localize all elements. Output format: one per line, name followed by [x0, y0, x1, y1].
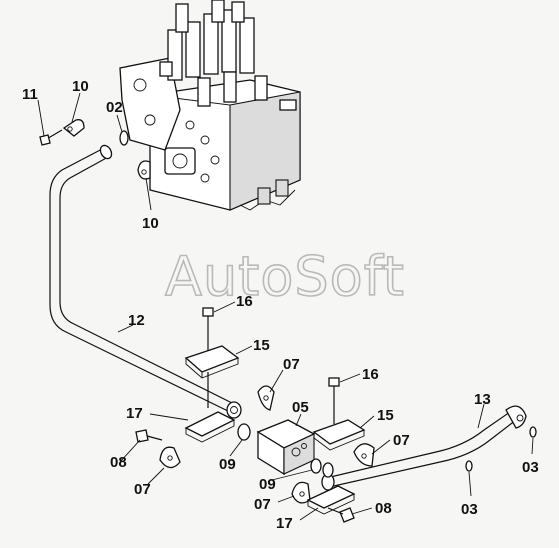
pipe-12	[49, 144, 242, 419]
callout-02: 02	[106, 99, 123, 116]
bolt-11	[39, 129, 63, 146]
oring-02	[119, 130, 129, 146]
plate-15-right	[312, 419, 366, 451]
bolt-16-right	[328, 377, 340, 424]
callout-10-lower: 10	[142, 215, 159, 232]
callout-11: 11	[22, 86, 38, 103]
plate-15-left	[184, 345, 240, 379]
clamp-07-lower-right	[291, 481, 311, 504]
clamp-07-lower-left	[159, 446, 181, 469]
callout-labels: 11 10 02 10 12 16 15 07 17 05 08 09 07 1…	[22, 78, 539, 532]
callout-10-upper: 10	[72, 78, 89, 95]
plate-17-right	[306, 485, 356, 515]
oring-03-right	[529, 426, 537, 438]
callout-09-right: 09	[259, 476, 276, 493]
callout-07-upper-left: 07	[283, 356, 300, 373]
block-05	[256, 419, 316, 476]
clamp-10-upper	[62, 119, 85, 137]
control-valve-assembly	[119, 0, 301, 211]
callout-15-left: 15	[253, 337, 270, 354]
callout-03-right: 03	[522, 459, 539, 476]
callout-16-right: 16	[362, 366, 379, 383]
callout-09-left: 09	[219, 456, 236, 473]
oring-03-left	[465, 460, 473, 472]
callout-05: 05	[292, 399, 309, 416]
callout-13: 13	[474, 391, 491, 408]
callout-03-left: 03	[461, 501, 478, 518]
oring-09-center	[310, 458, 322, 474]
pipe-13	[321, 405, 527, 491]
bolt-08-right	[327, 507, 355, 523]
callout-16-left: 16	[236, 293, 253, 310]
bolt-16-left	[202, 307, 214, 352]
callout-15-right: 15	[377, 407, 394, 424]
callout-08-right: 08	[375, 500, 392, 517]
leader-lines	[37, 92, 534, 521]
callout-08-left: 08	[110, 454, 127, 471]
oring-09-right	[322, 462, 334, 478]
oring-09-left	[237, 423, 251, 441]
callout-07-upper-right: 07	[393, 432, 410, 449]
callout-12: 12	[128, 312, 145, 329]
clamp-10-lower	[137, 160, 151, 180]
callout-17-right: 17	[276, 515, 293, 532]
clamp-07-upper-right	[353, 443, 375, 467]
plate-17-left	[184, 411, 236, 443]
watermark-text: AutoSoft	[165, 245, 405, 308]
bolt-08-left	[135, 429, 163, 443]
callout-07-lower-right: 07	[254, 496, 271, 513]
callout-07-lower-left: 07	[134, 481, 151, 498]
callout-17-left: 17	[126, 405, 143, 422]
